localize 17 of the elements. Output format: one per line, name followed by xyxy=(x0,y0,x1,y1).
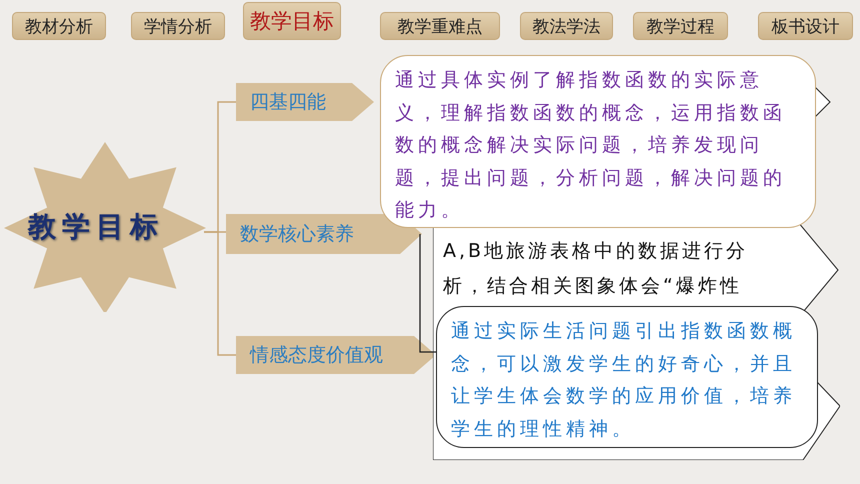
tab-button: 学情分析 xyxy=(131,12,225,40)
tab-button: 教材分析 xyxy=(12,12,106,40)
tab-button: 板书设计 xyxy=(758,12,853,40)
arrow-tab xyxy=(236,336,436,374)
star-label: 教学目标 xyxy=(28,209,164,245)
tab-button: 教学目标 xyxy=(243,2,341,40)
tab-label: 情感态度价值观 xyxy=(250,343,383,368)
tab-label: 四基四能 xyxy=(250,90,326,115)
arrow-box xyxy=(433,222,840,460)
tab-button: 教法学法 xyxy=(520,12,613,40)
speech-bubble: 通过实际生活问题引出指数函数概念，可以激发学生的好奇心，并且让学生体会数学的应用价值，培养学生的理性精神。 xyxy=(436,306,818,448)
arrow-tab xyxy=(236,83,374,121)
tab-label: 数学核心素养 xyxy=(240,222,354,247)
tab-button: 教学过程 xyxy=(633,12,728,40)
tab-button: 教学重难点 xyxy=(380,12,500,40)
box-text: A,B地旅游表格中的数据进行分析，结合相关图象体会“爆炸性 xyxy=(443,239,750,299)
connector-line xyxy=(204,231,236,356)
